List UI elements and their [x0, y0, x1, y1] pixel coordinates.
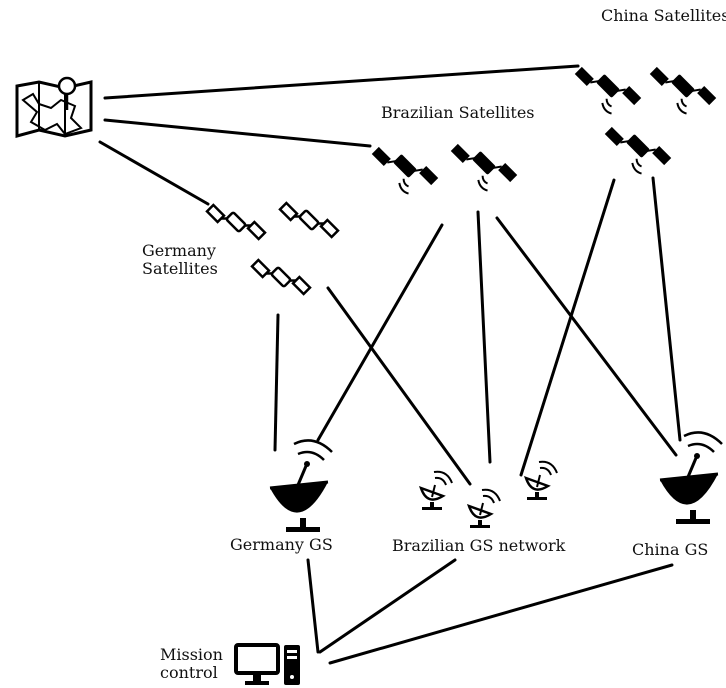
satellite-icon — [646, 51, 718, 123]
satellite-outline-icon — [250, 246, 312, 308]
map-icon — [15, 76, 93, 138]
germany-satellites — [205, 189, 340, 308]
satellite-dish-small-icon — [524, 460, 559, 502]
germany-satellites-label: Germany Satellites — [142, 241, 218, 279]
china-satellites — [571, 51, 718, 183]
mission-control-label-line1: Mission — [160, 645, 223, 664]
desktop-computer-icon — [234, 643, 300, 685]
satellite-dish-small-icon — [467, 488, 502, 530]
satellite-icon — [571, 51, 643, 123]
brazilian-gs-dishes — [419, 460, 559, 530]
mission-control-label-line2: control — [160, 663, 218, 683]
brazilian-satellites-label: Brazilian Satellites — [381, 103, 535, 122]
brazilian-satellites — [368, 128, 519, 203]
satellite-dish-icon — [268, 438, 334, 534]
germany-gs-label: Germany GS — [230, 535, 333, 554]
satellite-icon — [368, 131, 440, 203]
satellite-outline-icon — [278, 189, 340, 251]
satellite-icon — [447, 128, 519, 200]
china-satellites-label: China Satellites — [601, 6, 726, 25]
mission-control-label: Mission control — [160, 645, 223, 683]
germany-satellites-label-line2: Satellites — [142, 259, 218, 279]
brazilian-gs-network-label: Brazilian GS network — [392, 536, 566, 555]
connection-lines — [98, 64, 682, 665]
satellite-icon — [601, 111, 673, 183]
china-gs-label: China GS — [632, 540, 709, 559]
germany-satellites-label-line1: Germany — [142, 241, 216, 260]
satellite-dish-small-icon — [419, 470, 454, 512]
